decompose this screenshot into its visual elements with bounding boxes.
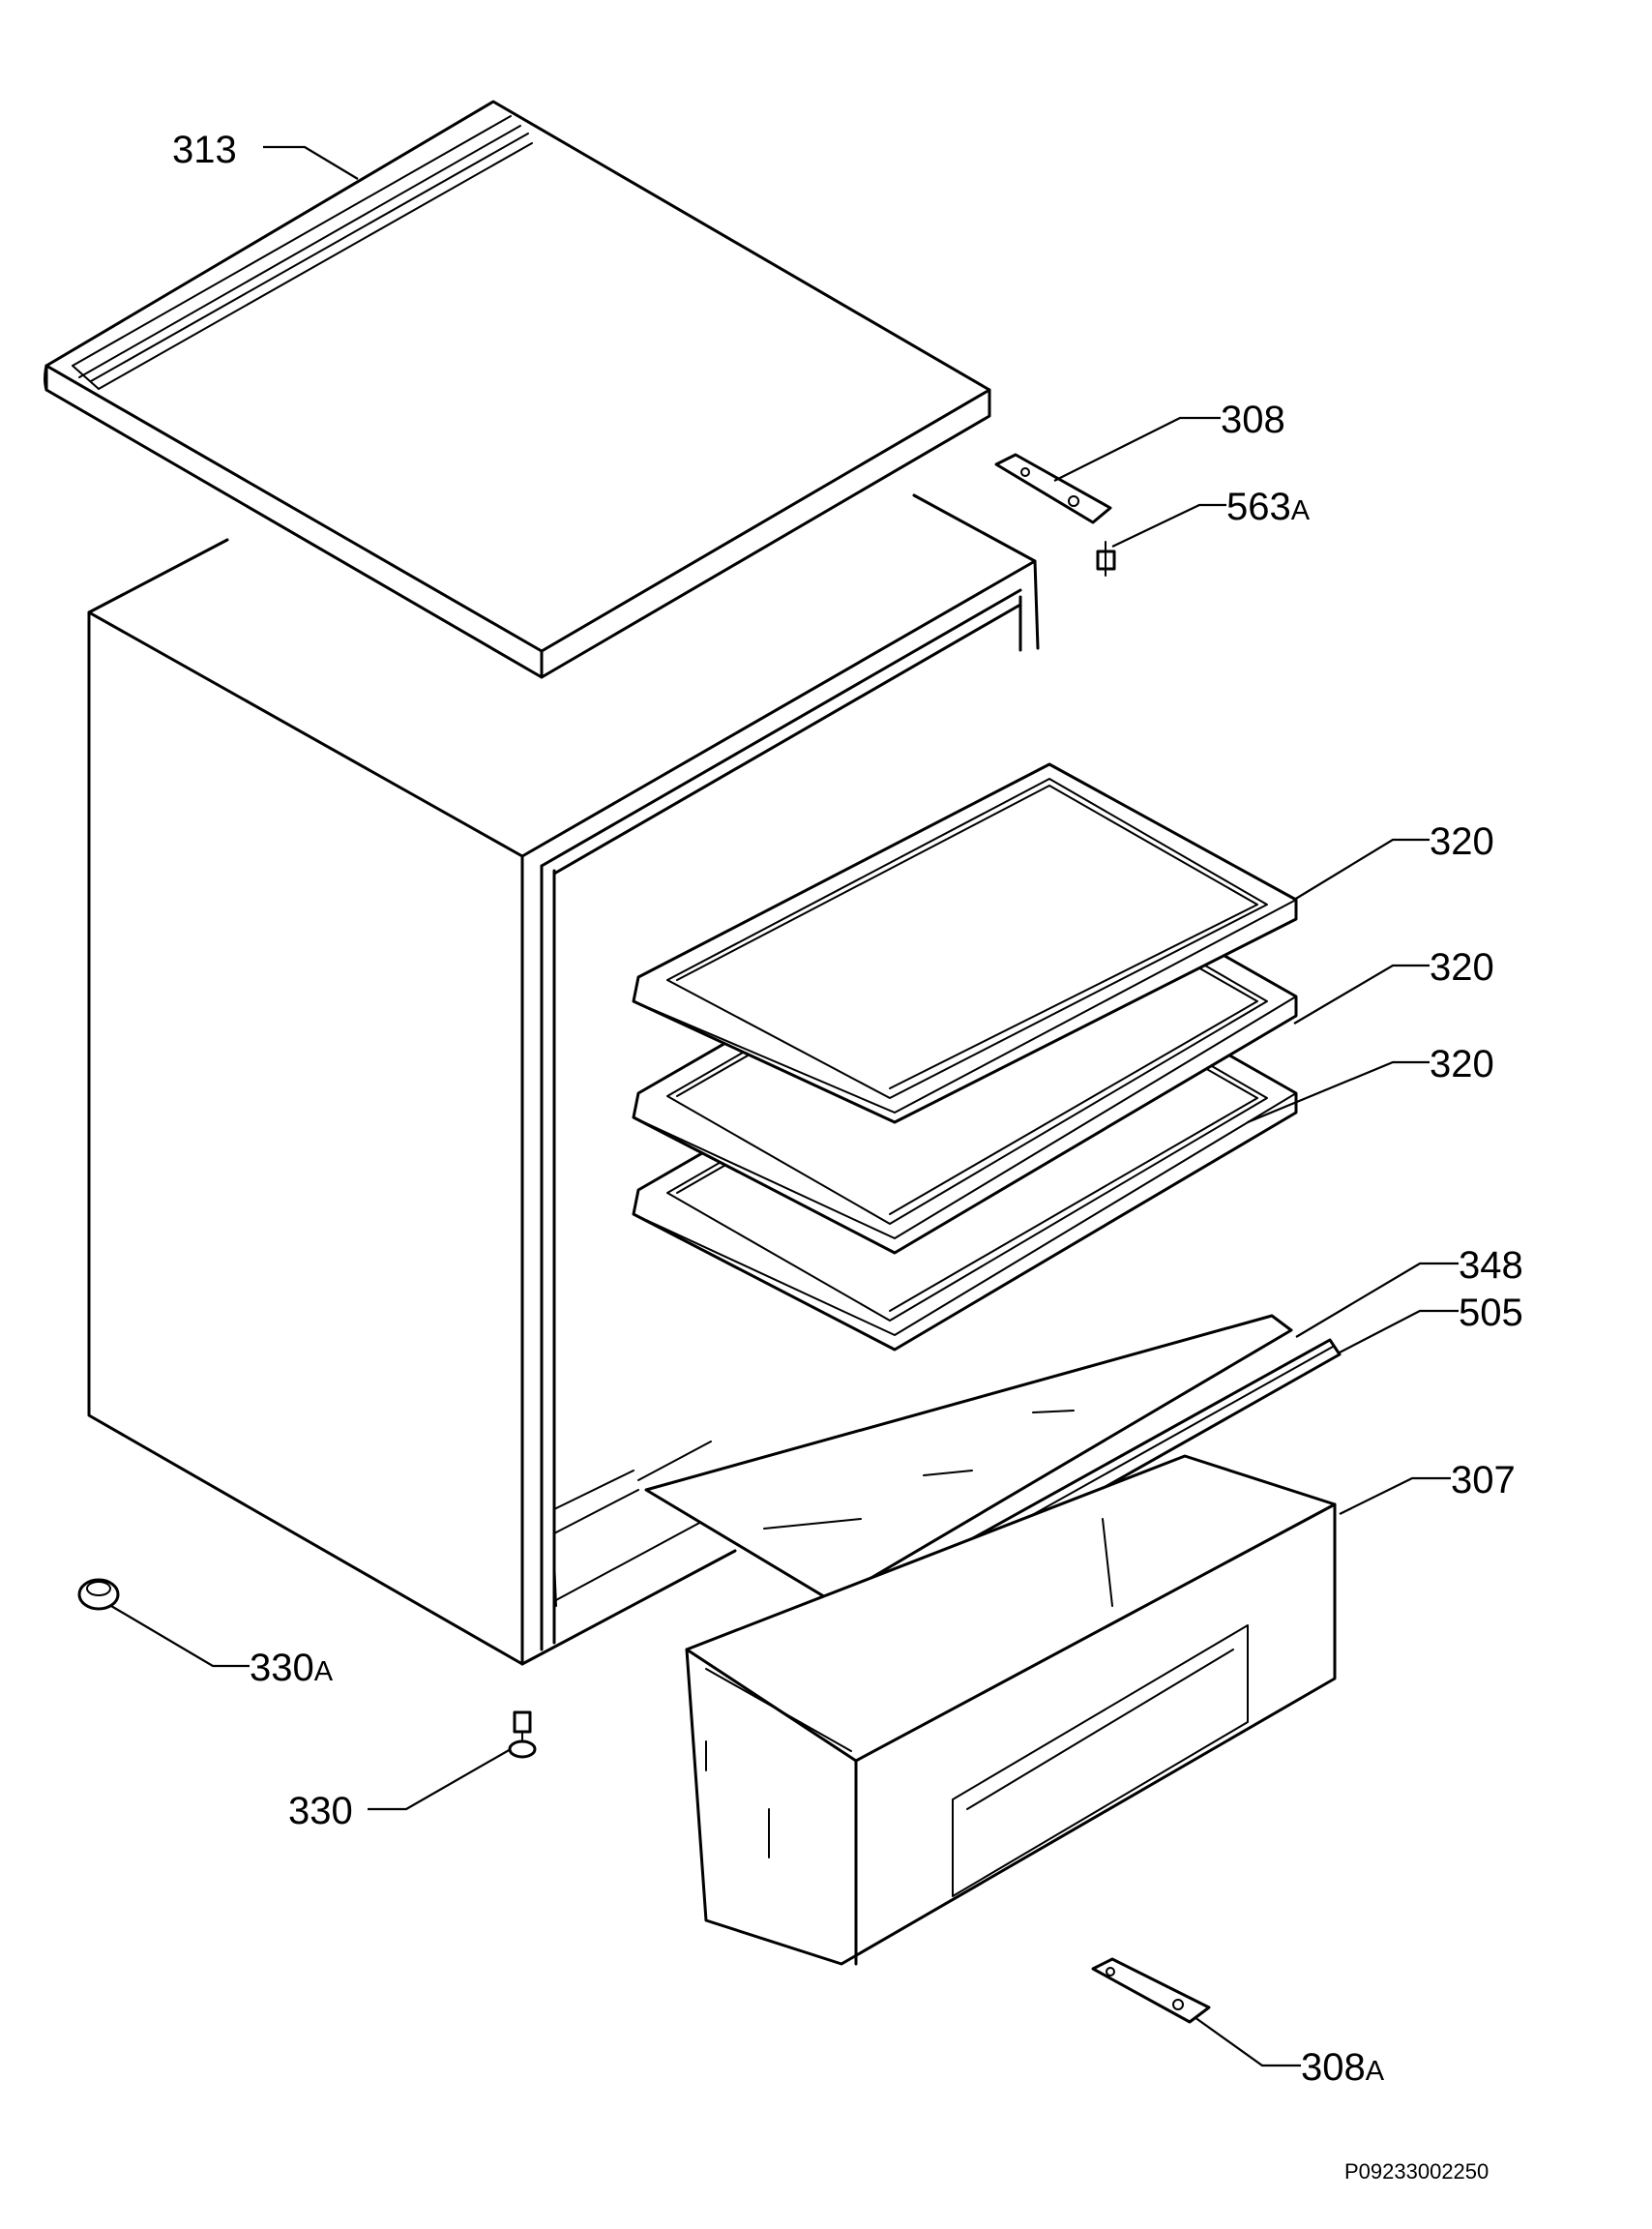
leader-lines xyxy=(110,145,1459,2067)
foot-screw-330 xyxy=(508,1710,537,1759)
label-320-middle: 320 xyxy=(1430,946,1494,989)
label-307: 307 xyxy=(1451,1459,1516,1501)
label-505: 505 xyxy=(1459,1292,1523,1334)
glass-plate-348 xyxy=(644,1314,1293,1603)
label-330a-suffix: A xyxy=(314,1656,334,1687)
worktop-313 xyxy=(44,100,991,679)
hinge-308a xyxy=(1091,1957,1211,2024)
label-563a-number: 563 xyxy=(1226,486,1291,528)
hinge-308 xyxy=(994,453,1112,524)
label-563a: 563A xyxy=(1226,486,1311,528)
label-320-bottom: 320 xyxy=(1430,1043,1494,1085)
shelf-top xyxy=(632,762,1298,1124)
label-563a-suffix: A xyxy=(1291,495,1311,526)
label-313: 313 xyxy=(172,129,237,171)
part-labels: 313 308 563A 320 320 320 348 505 307 330… xyxy=(172,129,1523,2089)
label-308a-number: 308 xyxy=(1301,2046,1366,2089)
label-320-top: 320 xyxy=(1430,820,1494,863)
drawing-code: P09233002250 xyxy=(1344,2159,1489,2184)
screw-563a xyxy=(1096,541,1116,577)
crisper-drawer-307 xyxy=(685,1454,1337,1966)
shelves-320 xyxy=(632,762,1298,1352)
label-330a: 330A xyxy=(250,1647,334,1689)
label-330a-number: 330 xyxy=(250,1647,314,1689)
label-348: 348 xyxy=(1459,1244,1523,1287)
foot-330a xyxy=(77,1578,120,1611)
label-308a-suffix: A xyxy=(1366,2056,1385,2087)
cabinet-body xyxy=(87,493,1040,1666)
label-308: 308 xyxy=(1221,399,1285,441)
label-330: 330 xyxy=(288,1790,353,1832)
label-308a: 308A xyxy=(1301,2046,1385,2089)
